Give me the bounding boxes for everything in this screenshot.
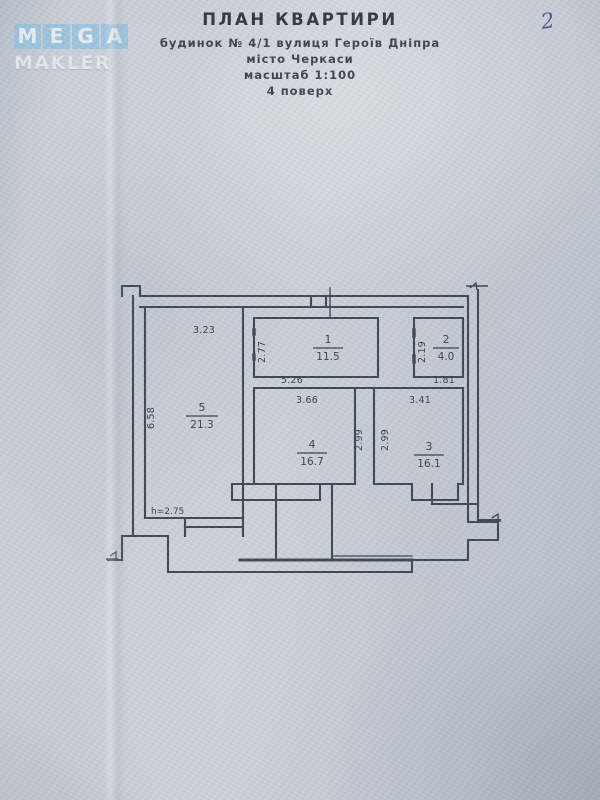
dimension-2-99-right: 2.99: [380, 429, 391, 451]
dimension-3-23: 3.23: [193, 325, 215, 336]
room-5-number: 5: [199, 401, 206, 414]
logo-letter-a: A: [101, 24, 128, 49]
room-4-number: 4: [309, 438, 316, 451]
dimension-1-81: 1.81: [433, 375, 455, 386]
room-5-walls: [143, 305, 245, 520]
ceiling-height-note: h=2.75: [151, 507, 184, 517]
address-line: будинок № 4/1 вулиця Героїв Дніпра: [159, 36, 441, 50]
room-4-area: 16.7: [300, 456, 323, 468]
dimension-2-19: 2.19: [417, 341, 428, 363]
dimension-5-26: 5.26: [281, 375, 303, 386]
page-title: ПЛАН КВАРТИРИ: [202, 10, 398, 29]
room-label-3: 3 16.1: [414, 440, 444, 470]
room-3-walls: [372, 386, 465, 502]
room-label-2: 2 4.0: [433, 333, 459, 363]
room-1-area: 11.5: [316, 351, 339, 363]
logo-letter-e: E: [43, 24, 70, 49]
plan-header: ПЛАН КВАРТИРИ будинок № 4/1 вулиця Герої…: [0, 10, 600, 99]
room-label-4: 4 16.7: [297, 438, 327, 468]
survey-arrow-marks: [106, 281, 501, 560]
room-1-number: 1: [325, 333, 332, 346]
city-line: місто Черкаси: [246, 52, 354, 66]
room-3-area: 16.1: [417, 458, 440, 470]
logo-mega-tiles: M E G A: [14, 24, 132, 49]
dimension-2-77: 2.77: [257, 341, 268, 363]
dimension-3-66: 3.66: [296, 395, 318, 406]
logo-letter-m: M: [14, 24, 41, 49]
apartment-outer-wall: [106, 284, 500, 574]
logo-letter-g: G: [72, 24, 99, 49]
dimension-3-41: 3.41: [409, 395, 431, 406]
dimension-2-99-left: 2.99: [354, 429, 365, 451]
room-label-5: 5 21.3: [186, 401, 218, 431]
room-3-number: 3: [426, 440, 433, 453]
arrow-mark-bottom-left: [106, 550, 118, 560]
hall-stub-left: [230, 482, 322, 502]
room-label-1: 1 11.5: [313, 333, 343, 363]
dimension-6-58: 6.58: [146, 407, 157, 429]
scale-line: масштаб 1:100: [243, 68, 357, 82]
right-balcony-recess: [430, 482, 480, 506]
floor-line: 4 поверх: [266, 84, 334, 98]
logo-makler-text: MAKLER: [14, 52, 112, 74]
room-1-balcony-door: [309, 294, 328, 309]
megamakler-watermark-logo: M E G A MAKLER: [14, 24, 132, 74]
wall-outline-group: [106, 284, 502, 574]
room-2-number: 2: [443, 333, 450, 346]
room-2-area: 4.0: [438, 351, 455, 363]
room-5-bottom-closet: [183, 516, 245, 538]
arrow-mark-top-right: [466, 281, 488, 291]
room-5-area: 21.3: [190, 419, 213, 431]
arrow-mark-right: [489, 512, 501, 522]
